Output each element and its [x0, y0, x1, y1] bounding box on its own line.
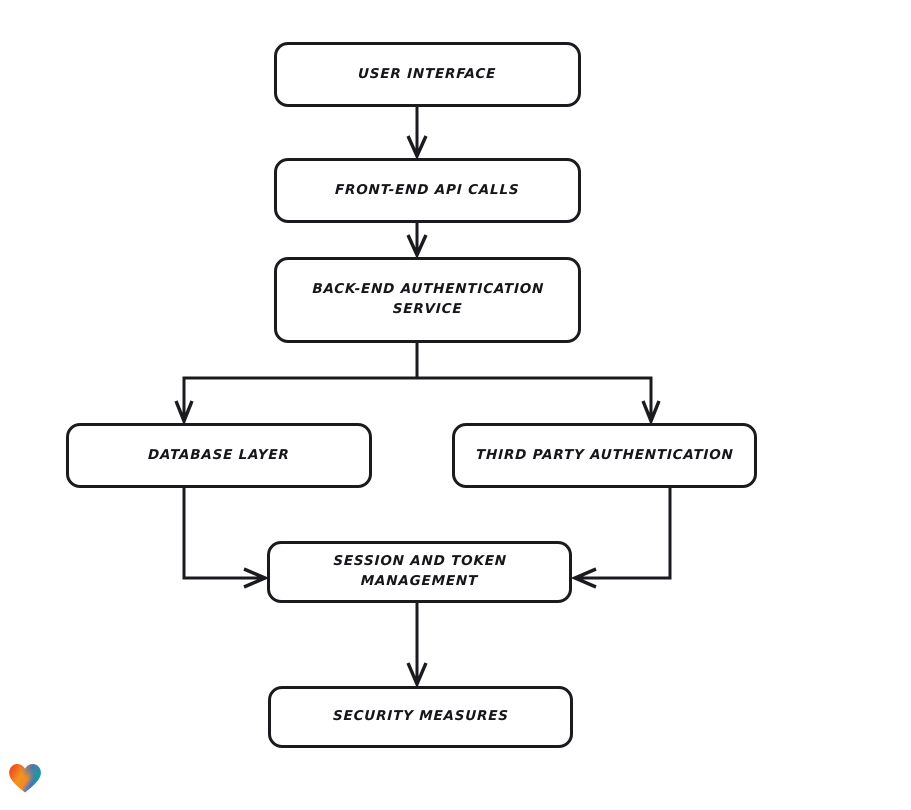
node-session-and-token-management[interactable]: SESSION AND TOKEN MANAGEMENT: [267, 541, 572, 603]
node-label-front-end-api-calls: FRONT-END API CALLS: [335, 181, 520, 198]
edge-backend-to-thirdparty: [641, 376, 661, 426]
node-label-back-end-authentication-service: BACK-END AUTHENTICATION SERVICE: [311, 281, 545, 317]
edge-backend-to-database: [174, 376, 194, 426]
heart-icon: [9, 764, 41, 793]
node-label-database-layer: DATABASE LAYER: [147, 446, 291, 463]
node-label-session-and-token-management: SESSION AND TOKEN MANAGEMENT: [332, 553, 507, 589]
edge-database-to-session: [182, 486, 270, 589]
node-third-party-authentication[interactable]: THIRD PARTY AUTHENTICATION: [452, 423, 757, 488]
node-back-end-authentication-service[interactable]: BACK-END AUTHENTICATION SERVICE: [274, 257, 581, 343]
node-security-measures[interactable]: SECURITY MEASURES: [268, 686, 573, 748]
node-label-third-party-authentication: THIRD PARTY AUTHENTICATION: [475, 446, 734, 463]
edge-session-to-security: [406, 601, 428, 689]
edge-api-to-backend: [406, 221, 428, 260]
edge-backend-split: [182, 341, 653, 380]
node-label-security-measures: SECURITY MEASURES: [332, 708, 509, 725]
node-front-end-api-calls[interactable]: FRONT-END API CALLS: [274, 158, 581, 223]
node-label-user-interface: USER INTERFACE: [358, 65, 497, 82]
edge-thirdparty-to-session: [570, 486, 672, 589]
node-database-layer[interactable]: DATABASE LAYER: [66, 423, 372, 488]
edge-ui-to-api: [406, 105, 428, 161]
node-user-interface[interactable]: USER INTERFACE: [274, 42, 581, 107]
